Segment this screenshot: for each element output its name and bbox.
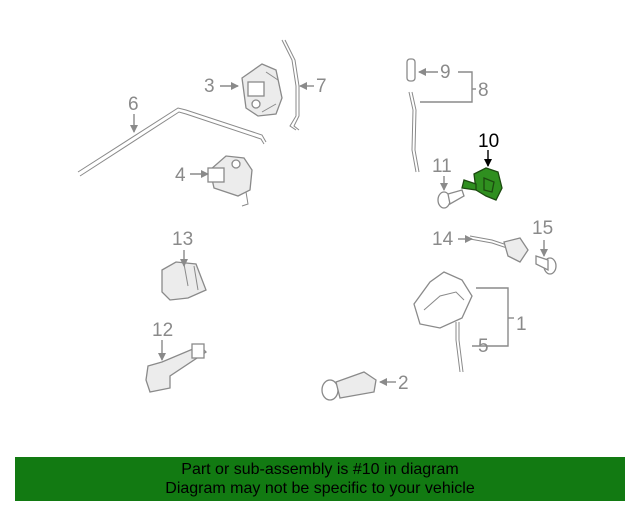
callout-9: 9 <box>440 62 451 83</box>
part-11-bolt <box>437 189 465 209</box>
callout-4: 4 <box>175 165 186 186</box>
part-1-handle <box>413 271 473 329</box>
part-5-rod <box>455 322 464 373</box>
part-12-check-link <box>145 343 208 393</box>
part-14-rod <box>469 235 529 263</box>
part-7-rod <box>281 39 300 131</box>
part-2-lock-cylinder <box>321 371 377 401</box>
callout-12: 12 <box>152 320 173 341</box>
leader-lines <box>130 68 548 386</box>
part-8-rod <box>408 91 420 173</box>
callout-6: 6 <box>128 94 139 115</box>
part-13-hinge <box>161 261 207 301</box>
part-10-highlighted <box>461 167 503 201</box>
banner-line-1: Part or sub-assembly is #10 in diagram <box>181 461 459 478</box>
callout-1: 1 <box>516 314 527 335</box>
part-6-rod <box>77 107 267 177</box>
callout-15: 15 <box>532 218 553 239</box>
banner-line-2: Diagram may not be specific to your vehi… <box>165 480 475 497</box>
callout-8: 8 <box>478 80 489 101</box>
part-15-pin <box>535 255 557 275</box>
part-9-clip <box>406 58 416 82</box>
callout-10: 10 <box>478 131 499 152</box>
callout-2: 2 <box>398 373 409 394</box>
callout-7: 7 <box>316 76 327 97</box>
info-banner: Part or sub-assembly is #10 in diagram D… <box>15 457 625 501</box>
part-4-latch <box>207 155 253 207</box>
callout-3: 3 <box>204 76 215 97</box>
part-3-actuator <box>241 63 283 117</box>
callout-14: 14 <box>432 229 454 250</box>
callout-11: 11 <box>432 156 452 177</box>
callout-13: 13 <box>172 229 193 250</box>
